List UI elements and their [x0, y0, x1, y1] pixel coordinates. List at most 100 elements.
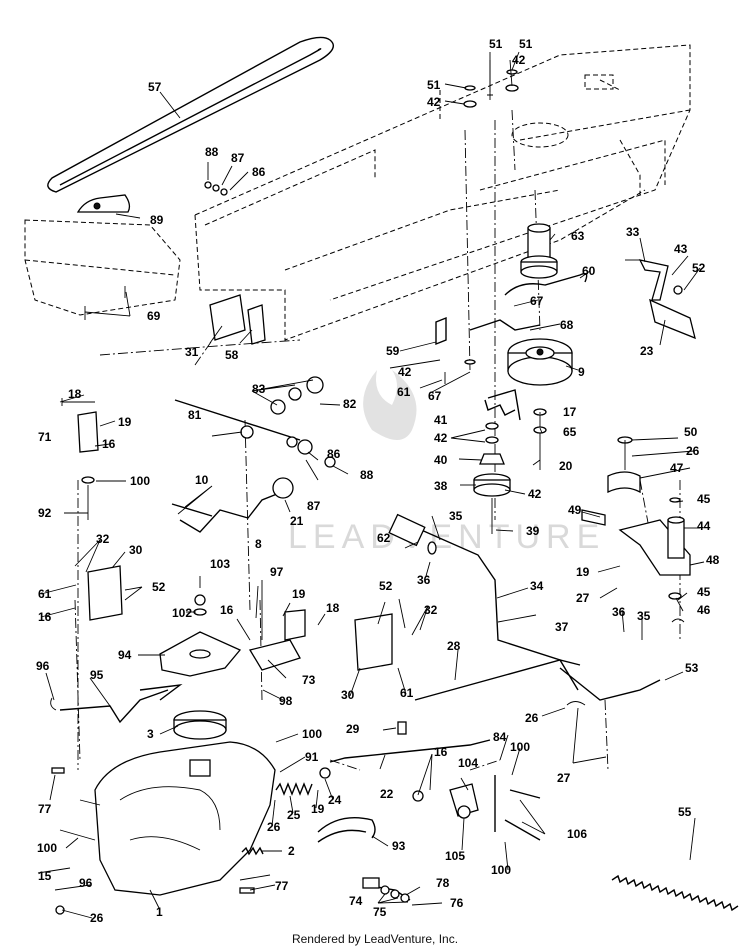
- callout-52a: 52: [692, 261, 706, 275]
- callout-16a: 16: [434, 745, 448, 759]
- watermark-text: LEADVENTURE: [288, 518, 605, 556]
- callout-61a: 61: [397, 385, 411, 399]
- callout-35a: 35: [637, 609, 651, 623]
- callout-42b: 42: [427, 95, 441, 109]
- callout-29: 29: [346, 722, 360, 736]
- callout-86: 86: [252, 165, 266, 179]
- transaxle-1: [59, 741, 276, 896]
- callout-52b: 52: [379, 579, 393, 593]
- callout-75: 75: [373, 905, 387, 919]
- callout-61c: 61: [38, 587, 52, 601]
- callout-22: 22: [380, 787, 394, 801]
- callout-31: 31: [185, 345, 199, 359]
- callout-67b: 67: [428, 389, 442, 403]
- callout-96b: 96: [79, 876, 93, 890]
- callout-106: 106: [567, 827, 587, 841]
- callout-61b: 61: [400, 686, 414, 700]
- callout-45a: 45: [697, 492, 711, 506]
- callout-36a: 36: [612, 605, 626, 619]
- idler-bracket-48: [581, 436, 691, 623]
- callout-40: 40: [434, 453, 448, 467]
- callout-74: 74: [349, 894, 363, 908]
- callout-19d: 19: [311, 802, 325, 816]
- callout-27a: 27: [576, 591, 590, 605]
- callout-39: 39: [526, 524, 540, 538]
- callout-2: 2: [288, 844, 295, 858]
- callout-82: 82: [343, 397, 357, 411]
- hardware-small: [84, 181, 228, 320]
- callout-41: 41: [434, 413, 448, 427]
- callout-102: 102: [172, 606, 192, 620]
- callout-25: 25: [287, 808, 301, 822]
- clutch-brackets: [435, 272, 588, 421]
- callout-94: 94: [118, 648, 132, 662]
- callout-86b: 86: [327, 447, 341, 461]
- callout-97: 97: [270, 565, 284, 579]
- callout-51a: 51: [489, 37, 503, 51]
- callout-100a: 100: [510, 740, 530, 754]
- callout-16d: 16: [220, 603, 234, 617]
- callout-21: 21: [290, 514, 304, 528]
- bracket-23: [625, 259, 696, 340]
- callout-100b: 100: [491, 863, 511, 877]
- callout-42a: 42: [512, 53, 526, 67]
- callout-43: 43: [674, 242, 688, 256]
- callout-37: 37: [555, 620, 569, 634]
- rod-8: [171, 477, 294, 533]
- shift-rod-34: [388, 513, 661, 701]
- callout-24: 24: [328, 793, 342, 807]
- fan-94: [159, 594, 242, 740]
- callout-50: 50: [684, 425, 698, 439]
- callout-51b: 51: [519, 37, 533, 51]
- callout-76: 76: [450, 896, 464, 910]
- callout-18a: 18: [68, 387, 82, 401]
- callout-88: 88: [205, 145, 219, 159]
- callout-16c: 16: [38, 610, 52, 624]
- callout-35b: 35: [449, 509, 463, 523]
- callout-63: 63: [571, 229, 585, 243]
- callout-77b: 77: [38, 802, 52, 816]
- callout-45b: 45: [697, 585, 711, 599]
- callout-69: 69: [147, 309, 161, 323]
- arm-95: [50, 683, 183, 724]
- bracket-30: [87, 565, 393, 671]
- callout-95: 95: [90, 668, 104, 682]
- callout-32b: 32: [96, 532, 110, 546]
- bracket-104: [412, 775, 541, 841]
- spring-25: [275, 782, 313, 796]
- callout-36b: 36: [417, 573, 431, 587]
- callout-1: 1: [156, 905, 163, 919]
- callout-73: 73: [302, 673, 316, 687]
- callout-26b: 26: [525, 711, 539, 725]
- callout-100d: 100: [302, 727, 322, 741]
- callout-57: 57: [148, 80, 162, 94]
- callout-91: 91: [305, 750, 319, 764]
- callout-68: 68: [560, 318, 574, 332]
- callout-105: 105: [445, 849, 465, 863]
- callout-9: 9: [578, 365, 585, 379]
- hose-93: [317, 817, 376, 843]
- callout-46: 46: [697, 603, 711, 617]
- callout-77a: 77: [275, 879, 289, 893]
- callout-42e: 42: [528, 487, 542, 501]
- linkage-74: [362, 877, 411, 903]
- callout-19c: 19: [292, 587, 306, 601]
- callout-19a: 19: [576, 565, 590, 579]
- callout-65: 65: [563, 425, 577, 439]
- callout-89: 89: [150, 213, 164, 227]
- callout-42d: 42: [434, 431, 448, 445]
- leader-lines: [37, 51, 705, 919]
- callout-87: 87: [231, 151, 245, 165]
- callout-96a: 96: [36, 659, 50, 673]
- callout-59: 59: [386, 344, 400, 358]
- bracket-71: [61, 398, 99, 520]
- callout-84: 84: [493, 730, 507, 744]
- callout-26a: 26: [686, 444, 700, 458]
- callout-30a: 30: [341, 688, 355, 702]
- drive-belt-57: [47, 36, 334, 193]
- callout-27b: 27: [557, 771, 571, 785]
- callout-18b: 18: [326, 601, 340, 615]
- spring-55: [611, 874, 739, 912]
- pto-clutch-9: [507, 338, 573, 386]
